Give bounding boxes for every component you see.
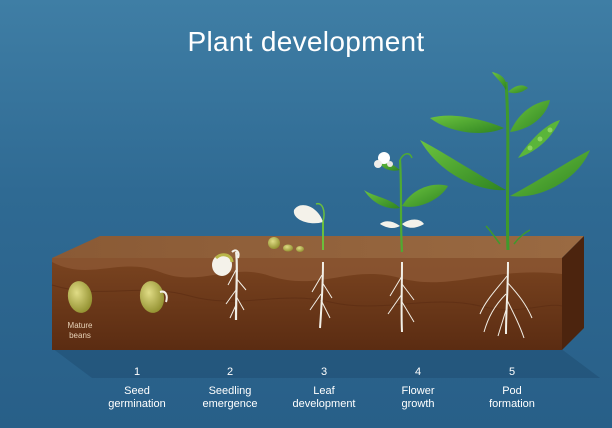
stage-2-label: 2 Seedling emergence — [202, 366, 258, 410]
leaf-development-plant — [268, 202, 333, 329]
stage-1-label: 1 Seed germination — [108, 366, 166, 410]
soil-block — [51, 236, 584, 350]
bean-pod-icon — [518, 120, 560, 158]
stage-3-label: 3 Leaf development — [292, 366, 356, 410]
flower-growth-plant — [364, 152, 448, 333]
germinating-seed — [139, 281, 168, 313]
flower-icon — [374, 152, 393, 168]
stage-4-label: 4 Flower growth — [401, 366, 435, 410]
stage-5-label: 5 Pod formation — [489, 366, 535, 410]
pod-formation-plant — [420, 72, 590, 339]
mature-beans-label: Mature beans — [67, 321, 93, 340]
mature-bean — [67, 281, 93, 313]
seedling-emergence-plant — [212, 249, 247, 321]
diagram-title: Plant development — [187, 26, 425, 57]
